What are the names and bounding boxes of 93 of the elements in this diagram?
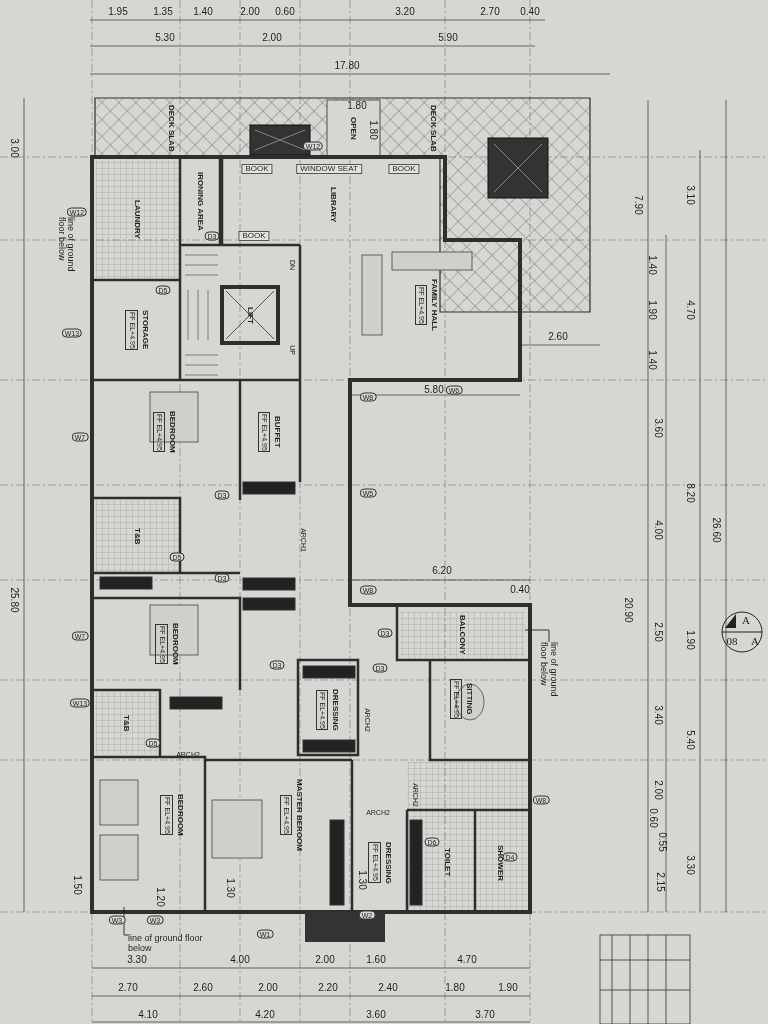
dimension-label: 1.90 (647, 300, 657, 320)
dimension-label: 1.90 (685, 630, 695, 650)
furniture-label: WINDOW SEAT (296, 164, 362, 174)
room-name: BEDROOM (168, 411, 178, 453)
room-name: DRESSING (331, 689, 341, 731)
room-name: DECK SLAB (166, 105, 176, 152)
dimension-label: 2.15 (655, 872, 665, 892)
room-name: LIFT (245, 306, 255, 324)
room-name: FAMILY HALL (430, 279, 440, 331)
dimension-label: 5.30 (155, 33, 175, 43)
dimension-label: 2.20 (318, 983, 338, 993)
room-name: BEDROOM (175, 794, 185, 836)
room-name: IRONING AREA (195, 171, 205, 231)
room-name: MASTER BEROOM (295, 779, 305, 851)
dimension-label: 3.70 (475, 1010, 495, 1020)
dimension-label: 2.70 (118, 983, 138, 993)
dimension-label: 3.20 (395, 7, 415, 17)
dimension-label: 2.00 (258, 983, 278, 993)
furniture-label: BOOK (241, 164, 273, 174)
dimension-label: 25.80 (9, 587, 19, 613)
dimension-label: 1.20 (155, 887, 165, 907)
dimension-label: 3.10 (685, 185, 695, 205)
dimension-label: 3.00 (9, 138, 19, 158)
dimension-label: 2.70 (480, 7, 500, 17)
dimension-label: 0.55 (657, 832, 667, 852)
room-name: LAUNDRY (133, 199, 142, 239)
dimension-label: 3.30 (127, 955, 147, 965)
dimension-label: 5.90 (438, 33, 458, 43)
dimension-label: 4.00 (653, 520, 663, 540)
note-line: line of ground floor below (128, 933, 204, 953)
room-name: LIBRARY (329, 187, 338, 223)
dimension-label: 8.20 (685, 483, 695, 503)
dimension-label: 1.30 (225, 878, 235, 898)
section-mark-label: A (742, 614, 750, 626)
dimension-label: 2.00 (262, 33, 282, 43)
room-name: DECK SLAB (428, 105, 438, 152)
dimension-label: 7.90 (633, 195, 643, 215)
dimension-label: 0.60 (648, 808, 658, 828)
furniture-label: BOOK (238, 231, 270, 241)
dimension-label: 2.00 (315, 955, 335, 965)
dimension-label: 3.40 (653, 705, 663, 725)
room-name: TOILET (443, 848, 452, 877)
dimension-label: 1.35 (153, 7, 173, 17)
room-name: BEDROOM (170, 623, 180, 665)
room-name: BUFFET (273, 416, 283, 448)
dimension-label: 4.00 (230, 955, 250, 965)
note-line: line of ground floor below (539, 642, 559, 699)
dimension-label: 1.80 (368, 120, 378, 140)
dimension-label: 2.00 (240, 7, 260, 17)
room-name: BALCONY (458, 615, 467, 655)
dimension-label: 3.30 (685, 855, 695, 875)
dimension-label: 0.40 (520, 7, 540, 17)
room-name: DRESSING (383, 841, 393, 884)
dimension-label: 2.60 (548, 332, 568, 342)
room-name: OPEN (349, 117, 358, 140)
room-name: STORAGE (140, 310, 150, 350)
dimension-label: 1.60 (366, 955, 386, 965)
dimension-label: 1.40 (193, 7, 213, 17)
dimension-label: 2.40 (378, 983, 398, 993)
dimension-label: 5.40 (685, 730, 695, 750)
room-name: T&B (121, 714, 131, 732)
dimension-label: 1.40 (647, 255, 657, 275)
dimension-label: 6.20 (432, 566, 452, 576)
dimension-label: 1.95 (108, 7, 128, 17)
dimension-label: 20.90 (623, 597, 633, 623)
dimension-label: 1.50 (72, 875, 82, 895)
dimension-label: 1.30 (357, 870, 367, 890)
dimension-label: 26.60 (711, 517, 721, 543)
dimension-label: 0.60 (275, 7, 295, 17)
dimension-label: 2.60 (193, 983, 213, 993)
furniture-label: BOOK (388, 164, 420, 174)
note-text: line of ground floor below (57, 217, 75, 274)
room-name: SHOWER (496, 844, 505, 881)
dimension-label: 2.00 (653, 780, 663, 800)
dimension-label: 1.80 (445, 983, 465, 993)
section-mark-label: A (751, 635, 759, 647)
dimension-label: 2.50 (653, 622, 663, 642)
dimension-label: 4.70 (685, 300, 695, 320)
dimension-label: 1.80 (347, 101, 367, 111)
dimension-label: 0.40 (510, 585, 530, 595)
dimension-label: 4.70 (457, 955, 477, 965)
dimension-label: 17.80 (334, 61, 360, 71)
room-name: SITTING (465, 683, 475, 715)
room-name: T&B (133, 527, 142, 545)
section-mark-label: 08 (726, 635, 738, 647)
dimension-label: 4.10 (138, 1010, 158, 1020)
dimension-label: 3.60 (366, 1010, 386, 1020)
dimension-label: 4.20 (255, 1010, 275, 1020)
dimension-label: 5.80 (424, 385, 444, 395)
dimension-label: 1.90 (498, 983, 518, 993)
dimension-label: 3.60 (653, 418, 663, 438)
dimension-label: 1.40 (647, 350, 657, 370)
leader-line (524, 629, 550, 643)
